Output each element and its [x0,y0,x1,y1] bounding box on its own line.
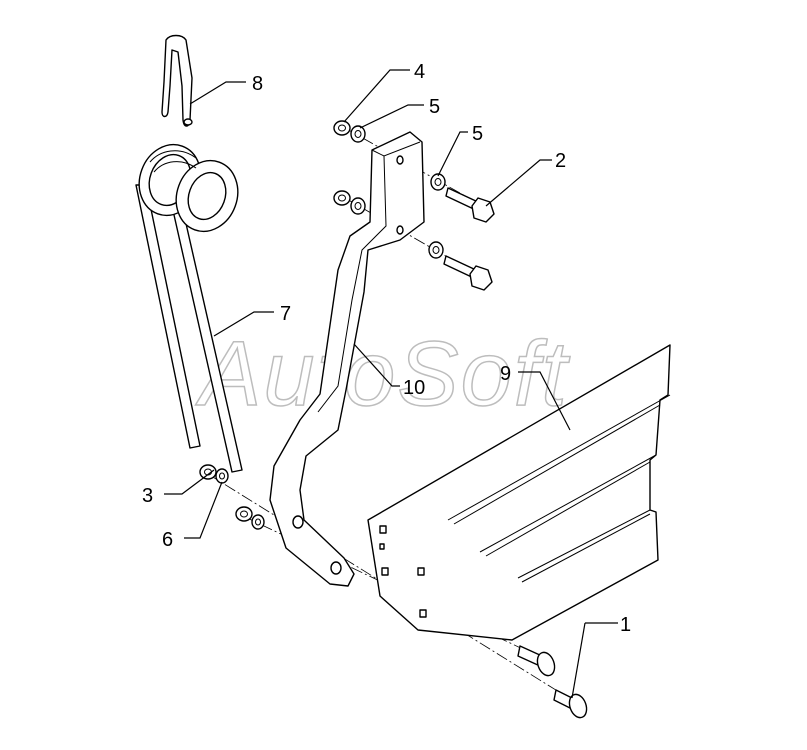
callout-6: 6 [162,529,173,551]
part-9-deflector-plate [367,344,671,641]
part-10-bracket [269,131,425,587]
callout-3: 3 [142,485,153,507]
part-7-spring-tine [135,143,243,473]
part-4-nuts [333,120,351,206]
part-6-washers [215,468,265,530]
part-1-carriage-bolts [517,645,588,719]
callout-7: 7 [280,303,291,325]
part-2-bolts [443,187,495,291]
callout-4: 4 [414,61,425,83]
part-5-washers [350,125,446,259]
callout-5a: 5 [429,96,440,118]
callout-5b: 5 [472,123,483,145]
callout-10: 10 [403,377,425,399]
callouts: 1 2 3 4 5 5 6 7 8 9 10 [142,61,631,636]
callout-8: 8 [252,73,263,95]
watermark: AutoSoft [195,323,570,425]
callout-1: 1 [620,614,631,636]
part-3-nuts [199,464,253,522]
callout-2: 2 [555,150,566,172]
leader-lines [164,69,618,699]
part-8-clip [161,34,193,127]
callout-9: 9 [500,363,511,385]
